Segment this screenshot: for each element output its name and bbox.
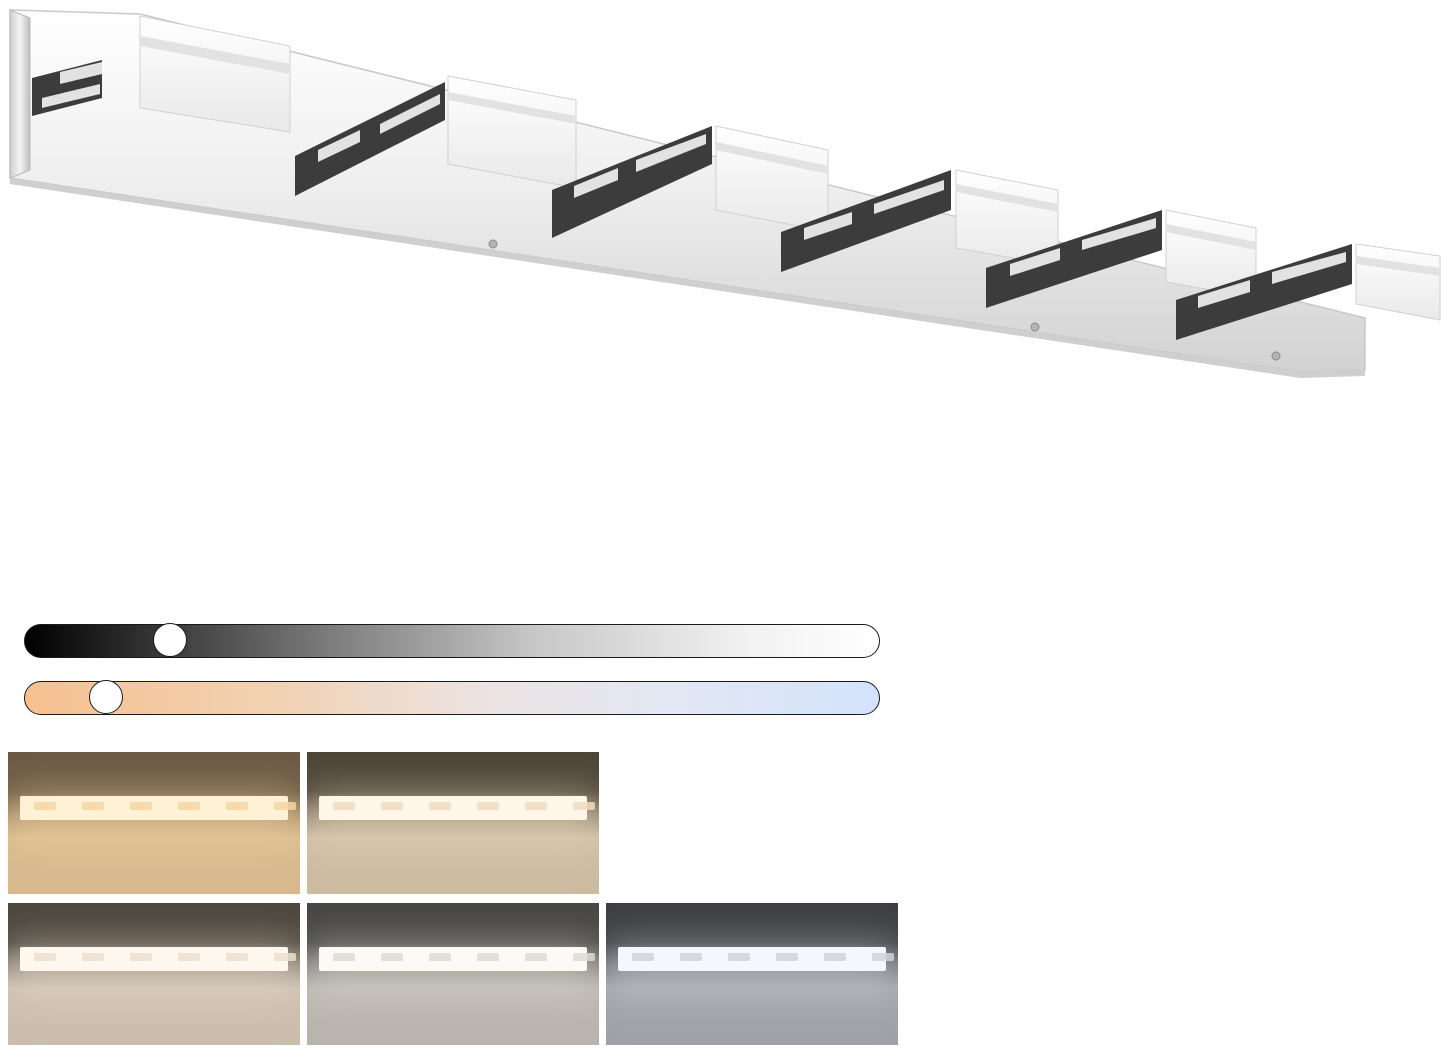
- preview-tile-4: [307, 903, 599, 1045]
- preview-shade: [573, 802, 595, 810]
- screw-3: [1271, 351, 1281, 361]
- light-shade-2: [295, 75, 577, 196]
- preview-shade: [525, 953, 547, 961]
- preview-tile-1: [8, 752, 300, 894]
- preview-shade: [429, 802, 451, 810]
- brightness-slider-thumb[interactable]: [153, 623, 188, 657]
- brightness-slider[interactable]: [24, 623, 880, 658]
- light-shade-5: [986, 209, 1257, 308]
- preview-shade: [274, 953, 296, 961]
- preview-wall: [606, 903, 898, 1045]
- preview-shade: [130, 802, 152, 810]
- preview-light-bar: [20, 796, 296, 820]
- screw-2: [1030, 322, 1040, 332]
- screw-1: [488, 239, 498, 249]
- preview-shade: [477, 953, 499, 961]
- preview-shade: [381, 802, 403, 810]
- preview-shade: [477, 802, 499, 810]
- color-temperature-slider[interactable]: [24, 680, 880, 715]
- preview-wall: [8, 903, 300, 1045]
- preview-shade: [333, 953, 355, 961]
- preview-shade: [226, 802, 248, 810]
- preview-shade: [680, 953, 702, 961]
- preview-shade: [632, 953, 654, 961]
- backplate-left-end: [9, 9, 31, 179]
- preview-shade: [525, 802, 547, 810]
- preview-shade: [178, 953, 200, 961]
- preview-shade: [573, 953, 595, 961]
- preview-shade: [824, 953, 846, 961]
- preview-tile-5: [606, 903, 898, 1045]
- preview-wall: [307, 903, 599, 1045]
- preview-tile-2: [307, 752, 599, 894]
- preview-shade: [34, 802, 56, 810]
- preview-light-bar: [319, 796, 595, 820]
- color-temperature-slider-thumb[interactable]: [89, 680, 124, 714]
- preview-light-bar: [618, 947, 894, 971]
- preview-wall: [8, 752, 300, 894]
- preview-shade: [82, 953, 104, 961]
- preview-shade: [728, 953, 750, 961]
- preview-shade: [872, 953, 894, 961]
- preview-shade: [274, 802, 296, 810]
- preview-shade: [130, 953, 152, 961]
- preview-tile-3: [8, 903, 300, 1045]
- preview-shade: [333, 802, 355, 810]
- preview-shade: [429, 953, 451, 961]
- preview-shade: [34, 953, 56, 961]
- preview-shade: [82, 802, 104, 810]
- preview-shade: [776, 953, 798, 961]
- light-shade-1: [32, 15, 291, 133]
- preview-shade: [226, 953, 248, 961]
- preview-shade: [178, 802, 200, 810]
- preview-shade: [381, 953, 403, 961]
- light-shade-4: [781, 169, 1059, 272]
- light-shade-6: [1176, 243, 1441, 340]
- vanity-light-fixture-image: [9, 9, 1441, 378]
- preview-light-bar: [20, 947, 296, 971]
- light-shade-3: [552, 125, 829, 238]
- preview-light-bar: [319, 947, 595, 971]
- preview-wall: [307, 752, 599, 894]
